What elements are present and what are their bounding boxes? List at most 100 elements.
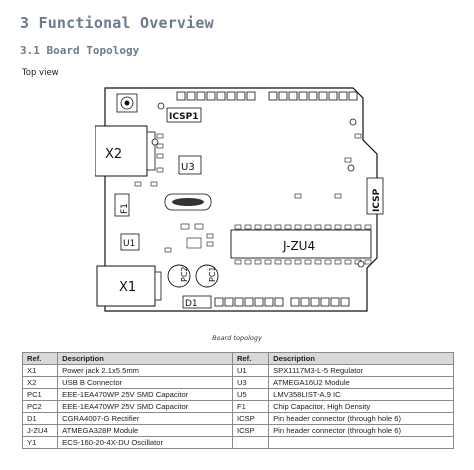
header-pin: [274, 259, 282, 265]
header-pin: [348, 91, 358, 101]
header-pin: [340, 297, 350, 307]
ref-cell: [231, 436, 270, 449]
header-pin: [274, 224, 282, 230]
header-pin: [226, 91, 236, 101]
u3-label: U3: [181, 162, 195, 173]
header-pin: [318, 91, 328, 101]
header-pin: [244, 259, 252, 265]
ref-cell: U1: [231, 364, 270, 377]
header-pin: [338, 91, 348, 101]
header-pin: [320, 297, 330, 307]
mounting-hole: [349, 118, 357, 126]
header-pin: [176, 91, 186, 101]
j-zu4-sockets: [234, 224, 372, 265]
header-pin: [298, 91, 308, 101]
description-cell: Chip Capacitor, High Density: [268, 400, 454, 413]
header-pin: [334, 224, 342, 230]
icsp1-label: ICSP1: [169, 112, 198, 122]
header-pin: [294, 259, 302, 265]
header-pin: [274, 297, 284, 307]
header-pin: [328, 91, 338, 101]
ref-cell: PC2: [21, 400, 59, 413]
header-pin: [206, 91, 216, 101]
ref-cell: PC1: [21, 388, 59, 401]
crystal-oscillator: [164, 193, 212, 211]
pc1-label: PC1: [208, 267, 217, 283]
reset-button-icon: [116, 93, 138, 113]
ref-cell: U3: [231, 376, 270, 389]
header-pin: [364, 224, 372, 230]
description-cell: [268, 436, 454, 449]
section-heading: 3.1 Board Topology: [20, 44, 140, 57]
header-pin: [234, 297, 244, 307]
description-cell: ECS-160-20-4X-DU Oscillator: [57, 436, 233, 449]
header-pin: [310, 297, 320, 307]
mounting-hole: [347, 164, 355, 172]
header-pin: [304, 259, 312, 265]
header-pin: [214, 297, 224, 307]
header-pin: [284, 259, 292, 265]
u3-chip: U3: [178, 155, 202, 175]
header-pin: [186, 91, 196, 101]
x1-label: X1: [119, 280, 136, 295]
header-pin: [254, 224, 262, 230]
col-header-description: Description: [57, 352, 233, 365]
description-cell: Power jack 2.1x5.5mm: [57, 364, 233, 377]
view-label: Top view: [22, 68, 59, 78]
bottom-pin-header: [214, 297, 350, 307]
header-pin: [294, 224, 302, 230]
d1-label: D1: [185, 299, 198, 309]
header-pin: [268, 91, 278, 101]
ref-cell: U5: [231, 388, 270, 401]
header-pin: [364, 259, 372, 265]
description-cell: Pin header connector (through hole 6): [268, 424, 454, 437]
ref-cell: ICSP: [231, 412, 270, 425]
power-jack-x1: X1: [96, 265, 162, 307]
header-pin: [334, 259, 342, 265]
header-pin: [304, 224, 312, 230]
d1-rectifier: D1: [182, 295, 212, 309]
header-pin: [216, 91, 226, 101]
icsp1-header: ICSP1: [166, 107, 202, 123]
mounting-hole: [357, 260, 365, 268]
header-pin: [290, 297, 300, 307]
u1-label: U1: [123, 239, 135, 249]
ref-cell: F1: [231, 400, 270, 413]
pc2-label: PC2: [180, 267, 189, 283]
pc1-capacitor: PC1: [195, 264, 219, 288]
header-pin: [324, 224, 332, 230]
description-cell: ATMEGA16U2 Module: [268, 376, 454, 389]
ref-cell: Y1: [21, 436, 59, 449]
ref-cell: ICSP: [231, 424, 270, 437]
header-pin: [244, 224, 252, 230]
header-pin: [264, 297, 274, 307]
description-cell: USB B Connector: [57, 376, 233, 389]
header-pin: [300, 297, 310, 307]
page-heading: 3 Functional Overview: [20, 14, 214, 32]
header-pin: [254, 297, 264, 307]
board-topology-figure: ICSP1 X2 U3 ICSP F1: [94, 78, 395, 328]
col-header-description-2: Description: [268, 352, 454, 365]
description-cell: SPX1117M3-L-5 Regulator: [268, 364, 454, 377]
header-pin: [314, 259, 322, 265]
header-pin: [224, 297, 234, 307]
x2-label: X2: [105, 147, 122, 162]
header-pin: [264, 259, 272, 265]
icsp-label: ICSP: [372, 188, 382, 212]
header-pin: [314, 224, 322, 230]
j-zu4-chip: J-ZU4: [230, 229, 372, 259]
header-pin: [236, 91, 246, 101]
description-cell: EEE-1EA470WP 25V SMD Capacitor: [57, 400, 233, 413]
mounting-hole: [157, 102, 165, 110]
icsp-header: ICSP: [366, 177, 384, 215]
ref-cell: J-ZU4: [21, 424, 59, 437]
header-pin: [288, 91, 298, 101]
header-pin: [264, 224, 272, 230]
f1-label: F1: [120, 203, 130, 214]
description-cell: LMV358LIST-A.9 IC: [268, 388, 454, 401]
j-zu4-label: J-ZU4: [282, 239, 315, 253]
